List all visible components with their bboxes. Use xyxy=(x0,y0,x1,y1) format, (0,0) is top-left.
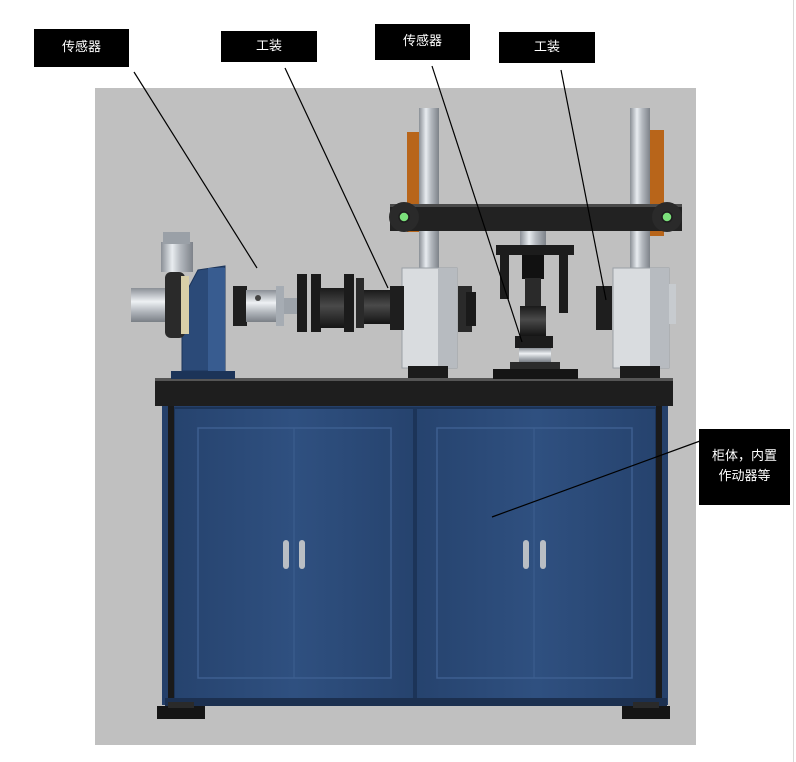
coupling-hub xyxy=(320,288,348,328)
motor-shaft-housing xyxy=(131,288,171,322)
cabinet-base xyxy=(165,698,667,706)
center-bracket-leg-left xyxy=(500,255,509,299)
label-sensor-left: 传感器 xyxy=(34,29,129,67)
tabletop-highlight xyxy=(155,378,673,381)
motor-top-cap xyxy=(163,232,190,244)
frame-post-left xyxy=(168,405,174,705)
crossbeam-bolt-right xyxy=(661,211,673,223)
cabinet-door-right xyxy=(415,407,657,703)
label-cabinet-line1: 柜体，内置 xyxy=(711,449,777,464)
left-sensor-end xyxy=(276,286,284,326)
label-fixture-left: 工装 xyxy=(221,31,317,62)
leader-cabinet xyxy=(491,440,701,518)
motor-top-block xyxy=(161,242,193,272)
label-sensor-center: 传感器 xyxy=(375,24,470,60)
cabinet xyxy=(157,405,670,719)
center-bracket-inner xyxy=(522,255,544,279)
tabletop xyxy=(155,378,673,406)
handle-3 xyxy=(523,540,529,569)
leader-fixture-left xyxy=(284,67,389,289)
left-fixture-plate xyxy=(390,286,404,330)
label-sensor-left-text: 传感器 xyxy=(61,40,101,55)
coupling-disc-1 xyxy=(297,274,307,332)
motor-flange xyxy=(165,272,185,338)
center-base-upper xyxy=(510,362,560,370)
leader-sensor-center xyxy=(431,65,523,343)
label-cabinet-line2: 作动器等 xyxy=(718,469,771,484)
center-rod xyxy=(525,278,541,312)
left-column-housing-side xyxy=(438,268,457,368)
motor-flange-ring xyxy=(181,276,189,334)
coupling-disc-3 xyxy=(344,274,354,332)
label-fixture-left-text: 工装 xyxy=(255,38,282,54)
left-fixture-disc xyxy=(466,292,476,326)
left-column xyxy=(390,108,476,378)
left-sensor-port xyxy=(255,295,261,301)
right-fixture-plate xyxy=(596,286,612,330)
label-cabinet: 柜体，内置 作动器等 xyxy=(699,429,790,505)
coupling-disc-4 xyxy=(356,278,364,328)
center-base xyxy=(493,369,578,379)
crossbeam-bolt-left xyxy=(398,211,410,223)
foot-left-top xyxy=(168,702,194,708)
leader-lines xyxy=(133,65,701,518)
crossbeam xyxy=(389,202,682,232)
frame-post-right xyxy=(656,405,662,705)
center-sensor-body xyxy=(520,306,546,336)
center-sensor-plate xyxy=(515,336,553,348)
leader-fixture-right xyxy=(560,69,607,301)
foot-left xyxy=(157,706,205,719)
right-fixture-cap xyxy=(669,284,676,324)
coupling-disc-2 xyxy=(311,274,321,332)
leader-sensor-left xyxy=(133,71,258,269)
center-sensor-ring xyxy=(519,348,551,362)
label-fixture-right: 工装 xyxy=(499,32,595,63)
center-assembly xyxy=(493,231,578,379)
handle-1 xyxy=(283,540,289,569)
left-support-face xyxy=(208,268,225,371)
handle-4 xyxy=(540,540,546,569)
crossbeam-bar xyxy=(390,204,682,231)
crossbeam-top xyxy=(390,204,682,207)
left-fixture xyxy=(284,274,390,332)
left-drive xyxy=(131,232,284,338)
left-support-base xyxy=(171,371,235,379)
handle-2 xyxy=(299,540,305,569)
center-bracket-leg-right xyxy=(559,255,568,313)
center-bracket-top xyxy=(496,245,574,255)
foot-right-top xyxy=(633,702,659,708)
label-fixture-right-text: 工装 xyxy=(533,39,560,55)
left-column-foot xyxy=(408,366,448,378)
label-sensor-center-text: 传感器 xyxy=(402,34,442,49)
right-column-housing-side xyxy=(650,268,669,368)
center-mount-top xyxy=(520,231,546,245)
page-edge-line xyxy=(793,0,794,762)
right-column-foot xyxy=(620,366,660,378)
left-sensor-collar xyxy=(233,286,247,326)
left-support xyxy=(171,265,235,379)
right-column xyxy=(596,108,676,378)
coupling-body xyxy=(364,290,390,324)
foot-right xyxy=(622,706,670,719)
